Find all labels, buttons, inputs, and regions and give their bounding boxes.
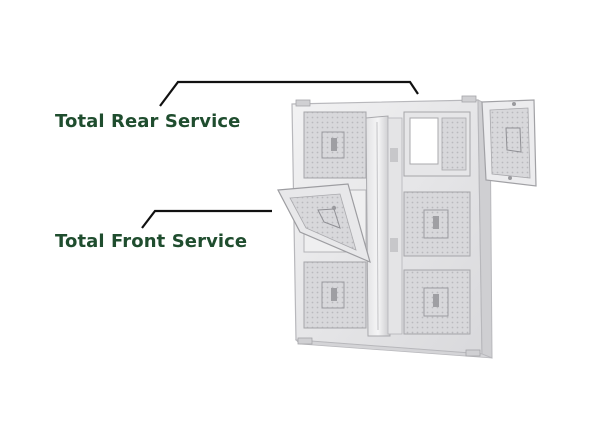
module-bottom-right	[403, 269, 471, 335]
front-service-label: Total Front Service	[55, 231, 248, 252]
front-open-module	[277, 183, 371, 264]
rear-service-label: Total Rear Service	[55, 111, 241, 132]
rear-leader-line	[159, 80, 419, 107]
mounting-tabs	[295, 95, 481, 357]
rear-open-module	[481, 99, 537, 187]
module-bottom-left	[303, 261, 367, 329]
center-spine	[365, 115, 403, 337]
module-top-right	[403, 111, 471, 177]
module-middle-right	[403, 191, 471, 257]
front-leader-line	[141, 209, 272, 229]
module-top-left	[303, 111, 367, 179]
